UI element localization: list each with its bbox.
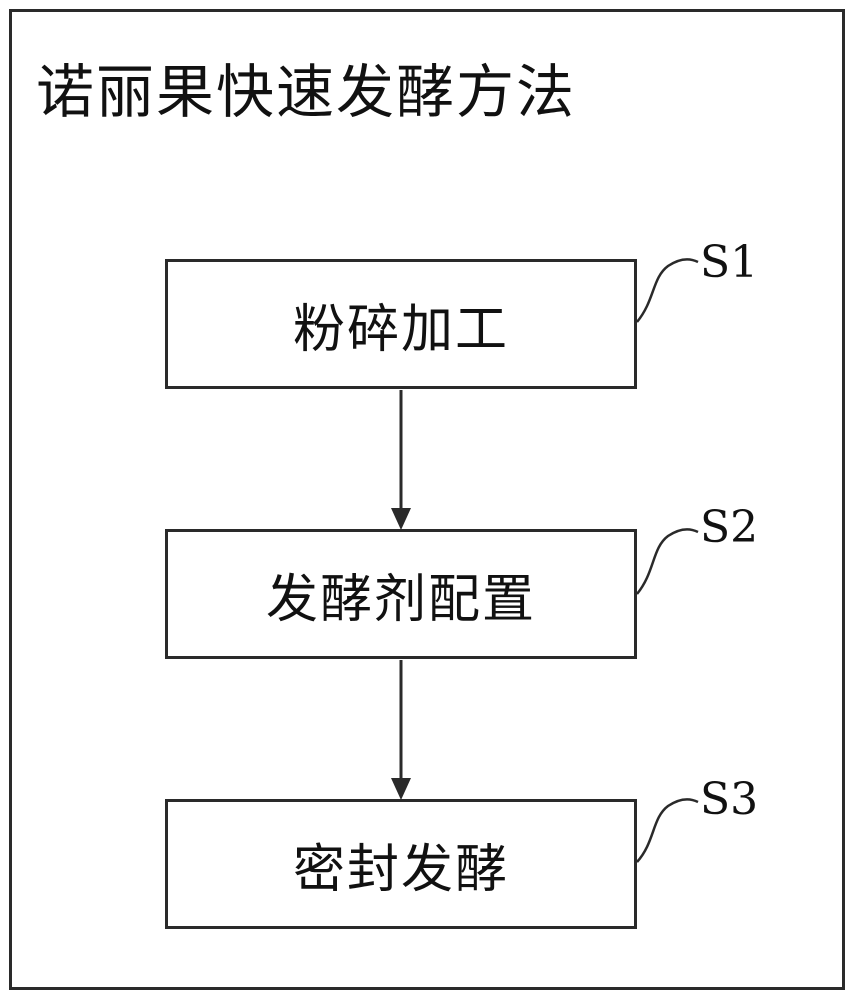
step-box-s1: 粉碎加工 bbox=[165, 259, 637, 389]
outer-frame bbox=[9, 9, 845, 990]
step-label-s1: S1 bbox=[700, 237, 759, 288]
step-box-s3: 密封发酵 bbox=[165, 799, 637, 929]
step-box-s2: 发酵剂配置 bbox=[165, 529, 637, 659]
step-label-s3: S3 bbox=[700, 774, 759, 825]
diagram-title: 诺丽果快速发酵方法 bbox=[36, 58, 577, 126]
step-label-s2: S2 bbox=[700, 502, 759, 553]
